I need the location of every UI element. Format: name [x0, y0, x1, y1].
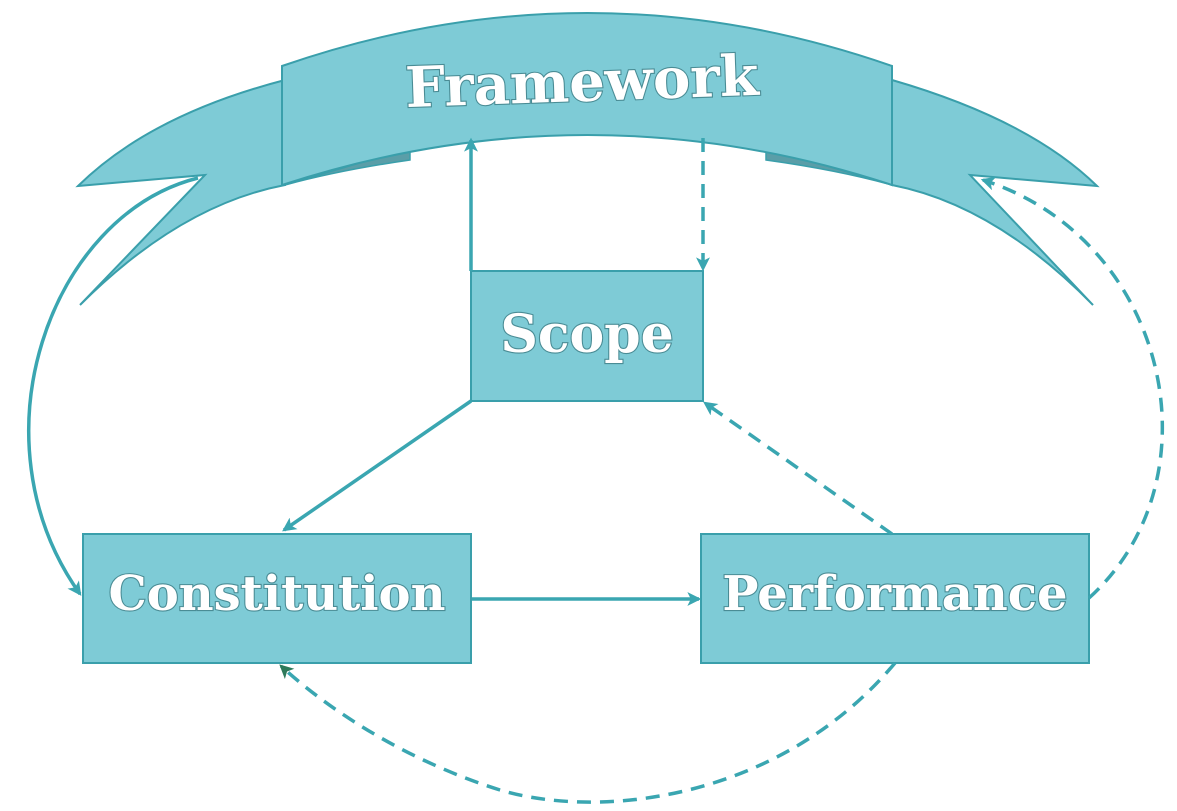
node-scope-box	[470, 270, 704, 402]
arrow-performance-to-framework	[980, 176, 1164, 600]
node-performance: Performance	[700, 533, 1090, 664]
node-performance-box	[700, 533, 1090, 664]
arrow-scope-to-constitution	[282, 399, 472, 532]
node-scope: Scope	[470, 270, 704, 402]
banner-left-wing	[75, 78, 286, 306]
banner-center	[281, 12, 893, 187]
arrow-framework-to-constitution	[27, 176, 199, 596]
node-constitution-box	[82, 533, 472, 664]
node-performance-label: Performance	[722, 566, 1067, 622]
node-scope-label: Scope	[500, 304, 673, 365]
arrow-performance-to-constitution	[279, 661, 897, 804]
banner-label: Framework	[404, 43, 761, 121]
node-constitution-label: Constitution	[109, 566, 446, 622]
node-constitution: Constitution	[82, 533, 472, 664]
banner-right-wing	[891, 78, 1100, 306]
arrow-performance-to-scope	[703, 401, 894, 536]
